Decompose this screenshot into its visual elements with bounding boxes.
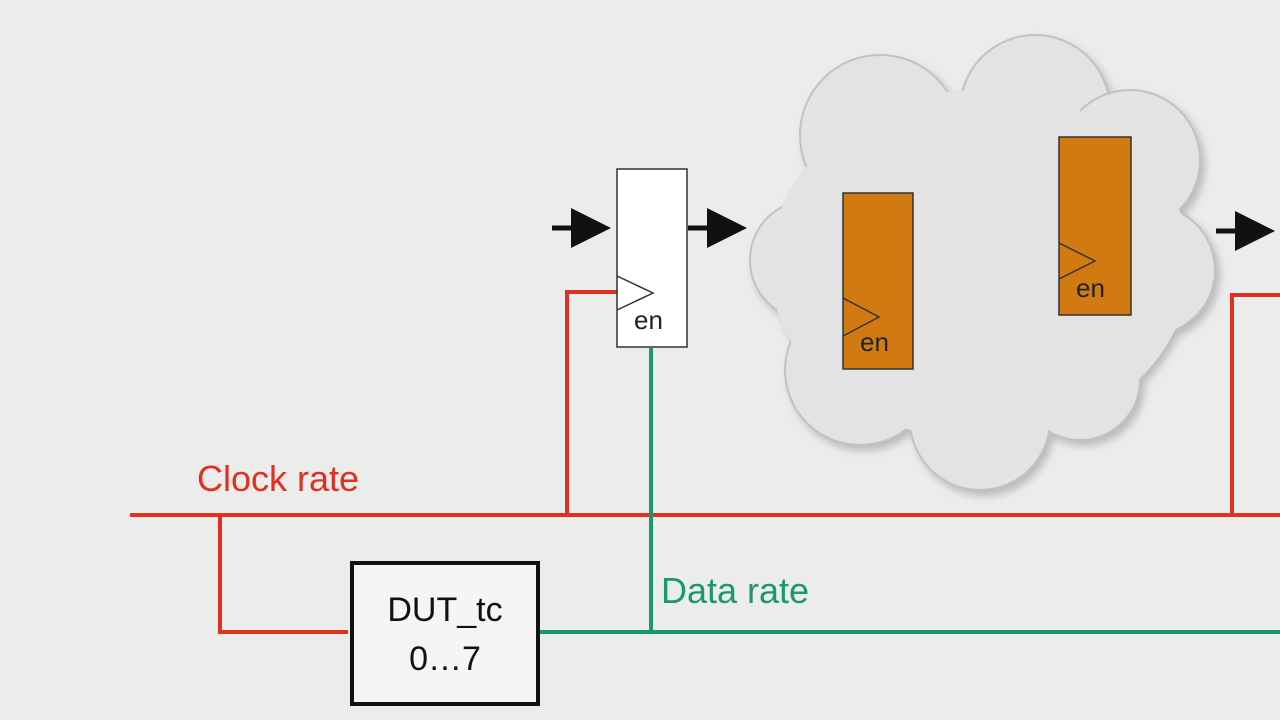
- clock-rate-wires: [130, 290, 1280, 634]
- clock-rate-label: Clock rate: [197, 458, 359, 499]
- cloud-register-1: en: [842, 192, 914, 370]
- cloud-register-2: en: [1058, 136, 1132, 316]
- counter-range: 0…7: [409, 640, 481, 678]
- data-rate-label: Data rate: [661, 570, 809, 611]
- enable-label: en: [634, 305, 663, 335]
- input-register: en: [616, 168, 688, 348]
- enable-label: en: [1076, 273, 1105, 303]
- data-rate-wires: [538, 348, 1280, 634]
- counter-name: DUT_tc: [387, 591, 502, 629]
- clock-triangle-icon: [842, 297, 881, 337]
- logic-cloud: [749, 34, 1216, 491]
- clock-triangle-icon: [616, 275, 655, 311]
- enable-label: en: [860, 327, 889, 357]
- dut-counter-block: DUT_tc 0…7: [350, 561, 540, 706]
- signal-arrows: [552, 208, 1275, 251]
- clock-triangle-icon: [1058, 242, 1097, 280]
